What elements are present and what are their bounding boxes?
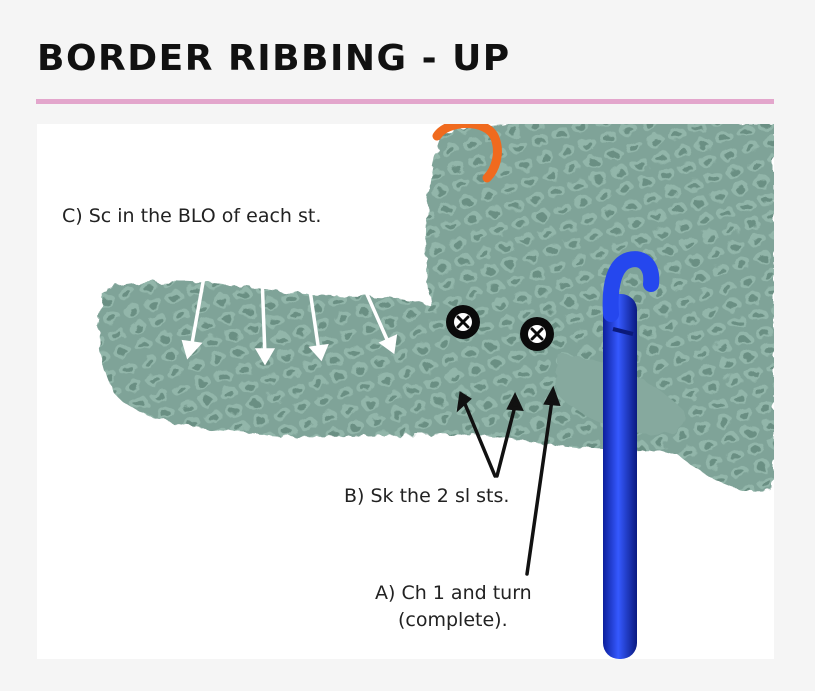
page-title: BORDER RIBBING - UP bbox=[37, 38, 511, 79]
yarn-fabric bbox=[425, 124, 774, 492]
close-x-icon bbox=[446, 305, 480, 339]
crochet-hook bbox=[602, 251, 660, 659]
yarn-ribbing-strip bbox=[98, 281, 691, 451]
stitch-marker bbox=[432, 124, 502, 183]
b-a-arrows bbox=[456, 385, 561, 576]
annotation-c: C) Sc in the BLO of each st. bbox=[62, 205, 322, 227]
annotation-a-line2: (complete). bbox=[398, 609, 508, 631]
c-arrows bbox=[181, 247, 398, 366]
annotation-b: B) Sk the 2 sl sts. bbox=[344, 485, 510, 507]
annotation-a-line1: A) Ch 1 and turn bbox=[375, 582, 532, 604]
title-divider bbox=[36, 99, 774, 104]
crochet-photo bbox=[37, 124, 774, 659]
photo-illustration bbox=[98, 124, 774, 659]
close-x-icon bbox=[520, 317, 554, 351]
